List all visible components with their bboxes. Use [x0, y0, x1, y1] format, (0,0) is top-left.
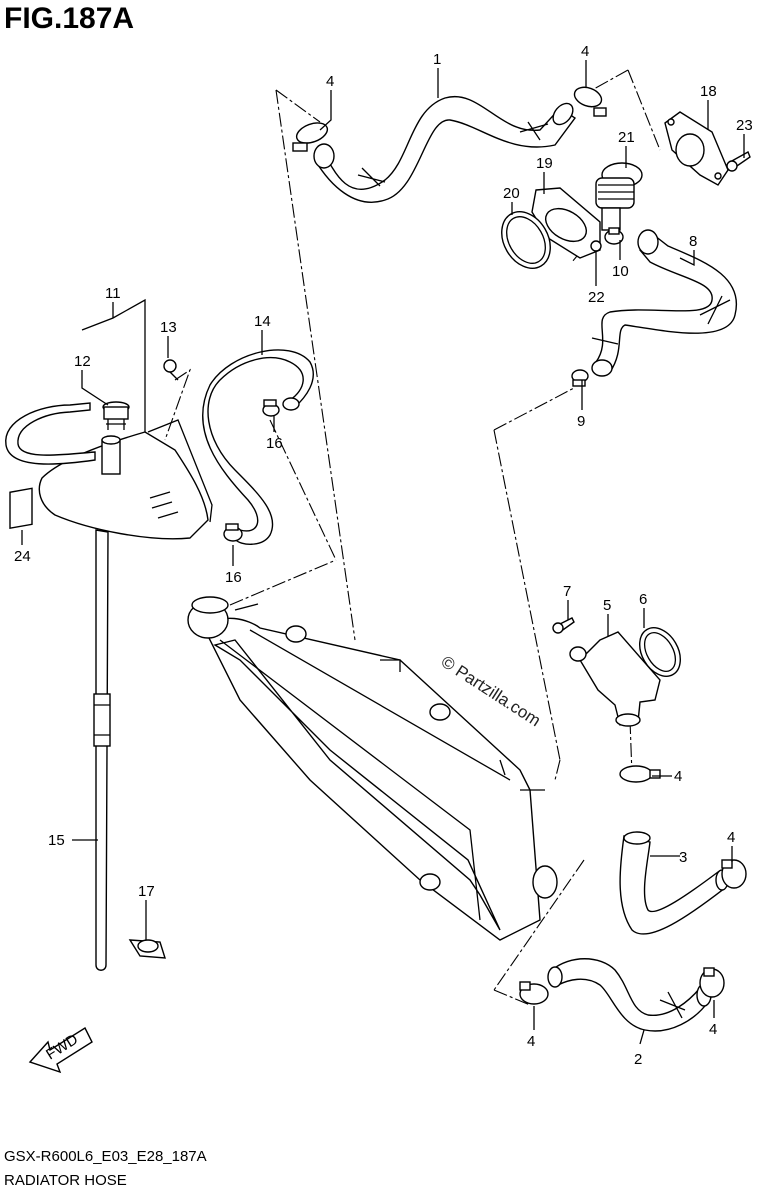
callout-labels: 1 2 3 4 4 4 4 4 4 5 6 7 8 9 10 11 12 13 …	[14, 43, 753, 1068]
clamp-9	[571, 369, 589, 387]
figure-title: FIG.187A	[4, 2, 135, 35]
leader-lines	[21, 60, 745, 1045]
callout-5: 5	[603, 597, 611, 614]
clamp-10	[604, 227, 624, 245]
callout-24: 24	[14, 548, 31, 565]
o-ring-6	[639, 627, 681, 677]
dash-line-outlet-hose	[629, 719, 633, 776]
bolt-7	[552, 617, 575, 634]
callout-21: 21	[618, 129, 635, 146]
clamp-16-upper	[262, 399, 280, 417]
hose-14-reservoir-hose	[202, 349, 314, 545]
dash-line-outlet	[554, 759, 561, 781]
clamp-4-outlet	[619, 765, 661, 783]
dash-line-hose8-top	[493, 387, 575, 431]
dash-line-hose1-radiator	[275, 89, 356, 641]
callout-4-d: 4	[727, 829, 735, 846]
reservoir-tank-11	[38, 419, 213, 540]
dash-line-hose2-bottom	[493, 989, 531, 1006]
dash-line-hose2-left	[493, 859, 585, 991]
clamp-16-lower	[223, 523, 243, 542]
callout-12: 12	[74, 353, 91, 370]
clamp-4-bottom-right	[699, 967, 725, 998]
callout-17: 17	[138, 883, 155, 900]
thermostat-21	[595, 162, 643, 231]
callout-9: 9	[577, 413, 585, 430]
callout-4-b: 4	[581, 43, 589, 60]
callout-8: 8	[689, 233, 697, 250]
bolt-22	[590, 240, 602, 262]
callout-13: 13	[160, 319, 177, 336]
callout-4-a: 4	[326, 73, 334, 90]
callout-15: 15	[48, 832, 65, 849]
callout-20: 20	[503, 185, 520, 202]
clamp-4-right-mid	[721, 859, 747, 889]
callout-4-c: 4	[674, 768, 682, 785]
callout-7: 7	[563, 583, 571, 600]
callout-1: 1	[433, 51, 441, 68]
fwd-arrow: FWD	[28, 1026, 93, 1074]
callout-18: 18	[700, 83, 717, 100]
clamp-4-top-left	[292, 122, 329, 152]
o-ring-20	[501, 211, 551, 269]
dash-line-hose1-cap	[627, 69, 661, 151]
callout-10: 10	[612, 263, 629, 280]
clamp-17	[128, 939, 166, 959]
figure-code: GSX-R600L6_E03_E28_187A	[4, 1148, 207, 1165]
radiator	[187, 596, 558, 941]
hose-2-lower-hose	[547, 958, 712, 1032]
dash-line-reservoir	[229, 559, 337, 606]
dash-line-hose8-radiator	[493, 429, 561, 761]
overflow-hose	[5, 402, 96, 465]
label-24	[9, 487, 33, 530]
bolt-23	[726, 151, 751, 172]
callout-22: 22	[588, 289, 605, 306]
dash-line-hose14	[269, 419, 337, 561]
clamp-4-top-right	[573, 86, 607, 117]
hose-15-drain-hose	[93, 529, 111, 971]
figure-name: RADIATOR HOSE	[4, 1172, 127, 1189]
callout-3: 3	[679, 849, 687, 866]
callout-2: 2	[634, 1051, 642, 1068]
hose-8-bypass-hose	[591, 229, 738, 377]
dash-line-bolt13	[164, 368, 192, 441]
reservoir-cap-12	[102, 401, 130, 430]
hose-3-lower-hose	[619, 831, 729, 935]
callout-23: 23	[736, 117, 753, 134]
callout-4-f: 4	[709, 1021, 717, 1038]
callout-16-a: 16	[266, 435, 283, 452]
callout-19: 19	[536, 155, 553, 172]
bolt-13	[163, 359, 179, 381]
dash-line-hose1-top	[275, 89, 321, 123]
callout-6: 6	[639, 591, 647, 608]
clamp-4-bottom-left	[519, 981, 549, 1005]
dash-line-hose1-cap-b	[591, 69, 629, 91]
callout-11: 11	[105, 285, 121, 302]
thermostat-cap-18	[664, 111, 729, 186]
hose-1-upper-radiator-hose	[313, 95, 577, 203]
callout-4-e: 4	[527, 1033, 535, 1050]
callout-16-b: 16	[225, 569, 242, 586]
callout-14: 14	[254, 313, 271, 330]
